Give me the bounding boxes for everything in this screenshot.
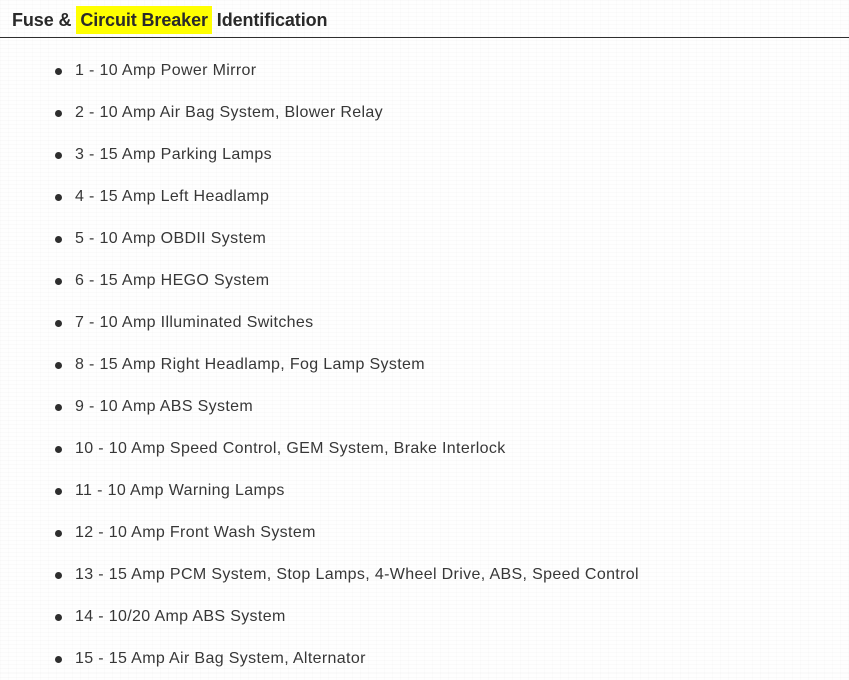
bullet-icon	[55, 571, 62, 579]
list-item-label: 12 - 10 Amp Front Wash System	[75, 524, 316, 541]
page-header: Fuse & Circuit Breaker Identification	[0, 0, 849, 35]
list-item: 7 - 10 Amp Illuminated Switches	[0, 302, 849, 344]
list-item: 8 - 15 Amp Right Headlamp, Fog Lamp Syst…	[0, 344, 849, 386]
list-item: 3 - 15 Amp Parking Lamps	[0, 134, 849, 176]
bullet-icon	[55, 403, 62, 411]
list-item-label: 8 - 15 Amp Right Headlamp, Fog Lamp Syst…	[75, 356, 425, 373]
list-item: 11 - 10 Amp Warning Lamps	[0, 470, 849, 512]
list-item: 15 - 15 Amp Air Bag System, Alternator	[0, 638, 849, 680]
list-item: 6 - 15 Amp HEGO System	[0, 260, 849, 302]
list-item: 14 - 10/20 Amp ABS System	[0, 596, 849, 638]
list-item-label: 9 - 10 Amp ABS System	[75, 398, 254, 415]
bullet-icon	[55, 613, 62, 621]
bullet-icon	[55, 235, 62, 243]
list-item-label: 14 - 10/20 Amp ABS System	[75, 608, 286, 625]
list-item: 2 - 10 Amp Air Bag System, Blower Relay	[0, 92, 849, 134]
list-item-label: 13 - 15 Amp PCM System, Stop Lamps, 4-Wh…	[75, 566, 639, 583]
bullet-icon	[55, 361, 62, 369]
bullet-icon	[55, 655, 62, 663]
page-title: Fuse & Circuit Breaker Identification	[12, 5, 849, 35]
list-item: 4 - 15 Amp Left Headlamp	[0, 176, 849, 218]
bullet-icon	[55, 487, 62, 495]
list-item-label: 2 - 10 Amp Air Bag System, Blower Relay	[75, 104, 383, 121]
fuse-list: 1 - 10 Amp Power Mirror 2 - 10 Amp Air Ba…	[0, 50, 849, 680]
bullet-icon	[55, 319, 62, 327]
list-item-label: 6 - 15 Amp HEGO System	[75, 272, 270, 289]
bullet-icon	[55, 445, 62, 453]
list-item-label: 10 - 10 Amp Speed Control, GEM System, B…	[75, 440, 506, 457]
bullet-icon	[55, 193, 62, 201]
list-item: 10 - 10 Amp Speed Control, GEM System, B…	[0, 428, 849, 470]
page-title-suffix: Identification	[211, 10, 328, 30]
list-item: 5 - 10 Amp OBDII System	[0, 218, 849, 260]
list-item-label: 11 - 10 Amp Warning Lamps	[75, 482, 285, 499]
list-item-label: 5 - 10 Amp OBDII System	[75, 230, 267, 247]
list-item-label: 3 - 15 Amp Parking Lamps	[75, 146, 272, 163]
list-item: 9 - 10 Amp ABS System	[0, 386, 849, 428]
title-highlight: Circuit Breaker	[76, 6, 212, 34]
bullet-icon	[55, 529, 62, 537]
list-item-label: 1 - 10 Amp Power Mirror	[75, 62, 257, 79]
list-item: 13 - 15 Amp PCM System, Stop Lamps, 4-Wh…	[0, 554, 849, 596]
title-divider	[0, 37, 849, 38]
list-item: 1 - 10 Amp Power Mirror	[0, 50, 849, 92]
list-item-label: 7 - 10 Amp Illuminated Switches	[75, 314, 314, 331]
list-item: 12 - 10 Amp Front Wash System	[0, 512, 849, 554]
bullet-icon	[55, 67, 62, 75]
list-item-label: 4 - 15 Amp Left Headlamp	[75, 188, 270, 205]
bullet-icon	[55, 151, 62, 159]
bullet-icon	[55, 277, 62, 285]
list-item-label: 15 - 15 Amp Air Bag System, Alternator	[75, 650, 366, 667]
bullet-icon	[55, 109, 62, 117]
page-title-prefix: Fuse &	[12, 10, 77, 30]
